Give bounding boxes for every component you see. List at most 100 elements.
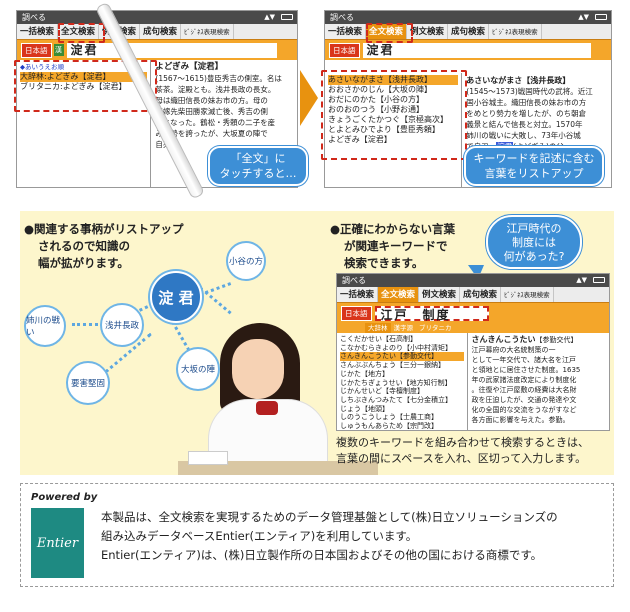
detail-line: 室となった。鶴松・秀頼の二子を産: [155, 118, 276, 127]
usage-caption: 複数のキーワードを組み合わせて検索するときは、 言葉の間にスペースを入れ、区切っ…: [336, 435, 589, 467]
tab-business-search[interactable]: ﾋﾞｼﾞﾈｽ表現検索: [181, 24, 234, 39]
list-item[interactable]: あさいながまさ【浅井長政】: [328, 75, 459, 85]
subtab-daijirin[interactable]: 大辞林: [365, 323, 391, 333]
detail-title-row: さんきんこうたい【参勤交代】: [472, 335, 605, 345]
list-item[interactable]: こなかむらきよのり【小中村清矩】: [340, 343, 452, 352]
callout-right-line: キーワードを記述に含む: [473, 152, 595, 165]
subtab-kanjigen[interactable]: 漢字源: [393, 324, 414, 332]
detail-line: 政を圧迫したが、交通の発達や文: [471, 396, 577, 404]
battery-icon: [281, 14, 293, 20]
list-item[interactable]: おだにのかた【小谷の方】: [328, 95, 424, 104]
search-tabs: 一括検索 全文検索 例文検索 成句検索 ﾋﾞｼﾞﾈｽ表現検索: [325, 24, 611, 40]
screen-bottom: 調べる ▲▼ 一括検索 全文検索 例文検索 成句検索 ﾋﾞｼﾞﾈｽ表現検索 日本…: [336, 273, 610, 431]
tab-bulk-search[interactable]: 一括検索: [325, 24, 367, 39]
detail-line: をめとり勢力を増したが、のち朝倉: [466, 109, 587, 118]
list-item[interactable]: こくだかせい【石高制】: [340, 335, 417, 343]
list-item[interactable]: じょう【地頭】: [340, 404, 389, 413]
heading-line: ●関連する事柄がリストアップ: [24, 222, 184, 236]
list-item[interactable]: しちぶきんつみたて【七分金積立】: [340, 395, 452, 404]
language-badge[interactable]: 日本語: [329, 42, 360, 58]
center-keyword-bubble: 淀 君: [150, 271, 202, 323]
tab-fulltext-search[interactable]: 全文検索: [366, 24, 408, 39]
list-item[interactable]: じかた【地方】: [340, 369, 389, 378]
question-line: 何があった?: [503, 250, 565, 263]
search-input[interactable]: 淀君: [66, 42, 277, 58]
related-term-bubble: 要害堅固: [66, 361, 110, 405]
description-line: 組み込みデータベースEntier(エンティア)を利用しています。: [101, 529, 418, 543]
detail-line: 化の全国的な交流をうながすなど: [471, 406, 577, 414]
tab-bulk-search[interactable]: 一括検索: [337, 287, 379, 302]
result-list: ◆あいうえお順 大辞林:よどぎみ【淀君】 ブリタニカ:よどぎみ【淀君】: [17, 60, 152, 187]
related-term-bubble: 浅井長政: [100, 303, 144, 347]
screen-left: 調べる ▲▼ 一括検索 全文検索 例文検索 成句検索 ﾋﾞｼﾞﾈｽ表現検索 日本…: [16, 10, 298, 188]
language-badge[interactable]: 日本語: [341, 305, 372, 321]
search-bar: 日本語 江戸 制度: [337, 303, 609, 323]
scroll-arrows-icon: ▲▼: [576, 276, 587, 284]
callout-left: 「全文」に タッチすると…: [208, 146, 308, 186]
detail-line: として一年交代で、諸大名を江戸: [471, 356, 577, 364]
heading-line: されるので知識の: [38, 239, 130, 253]
notebook-shape: [188, 451, 228, 465]
list-item[interactable]: しゅうもんあらため【宗門改】: [340, 422, 438, 431]
list-item[interactable]: じかんせいど【寺檀制度】: [340, 387, 424, 396]
list-item[interactable]: 大辞林:よどぎみ【淀君】: [20, 72, 148, 82]
search-bar: 日本語 淀君: [325, 40, 611, 60]
list-item[interactable]: きょうごくたかつぐ【京極高次】: [328, 115, 448, 124]
caption-line: 複数のキーワードを組み合わせて検索するときは、: [336, 436, 589, 449]
result-list: あさいながまさ【浅井長政】 おおさかのじん【大坂の陣】 おだにのかた【小谷の方】…: [325, 73, 463, 187]
feature-right-heading: ●正確にわからない言葉 が関連キーワードで 検索できます。: [330, 221, 455, 272]
list-item[interactable]: じかたちぎょうせい【地方知行制】: [340, 378, 452, 387]
subtab-britannica[interactable]: ブリタニカ: [419, 324, 452, 332]
scroll-arrows-icon: ▲▼: [578, 13, 589, 21]
related-term-bubble: 姉川の戦い: [24, 305, 66, 347]
entier-logo: Entier: [31, 508, 84, 578]
list-item[interactable]: おのおのつう【小野お通】: [328, 105, 424, 114]
heading-line: ●正確にわからない言葉: [330, 222, 456, 236]
tab-phrase-search[interactable]: 成句検索: [140, 24, 182, 39]
detail-tag: 【参勤交代】: [535, 336, 578, 344]
tab-example-search[interactable]: 例文検索: [419, 287, 461, 302]
search-tabs: 一括検索 全文検索 例文検索 成句検索 ﾋﾞｼﾞﾈｽ表現検索: [17, 24, 297, 40]
battery-icon: [595, 14, 607, 20]
list-item[interactable]: とよとみひでより【豊臣秀頼】: [328, 125, 440, 134]
related-term-bubble: 小谷の方: [226, 241, 266, 281]
detail-line: 再嫁先柴田勝家滅亡後、秀吉の側: [155, 107, 268, 116]
results-area: こくだかせい【石高制】 こなかむらきよのり【小中村清矩】 さんきんこうたい【参勤…: [337, 333, 609, 431]
list-item[interactable]: しのうこうしょう【士農工商】: [340, 413, 438, 422]
question-bubble: 江戸時代の 制度には 何があった?: [486, 215, 582, 269]
list-item[interactable]: よどぎみ【淀君】: [328, 135, 392, 144]
ribbon-shape: [256, 401, 278, 415]
search-input[interactable]: 江戸 制度: [374, 305, 489, 322]
screen-title-bar: 調べる ▲▼: [17, 11, 297, 24]
tab-business-search[interactable]: ﾋﾞｼﾞﾈｽ表現検索: [501, 287, 554, 302]
result-detail: さんきんこうたい【参勤交代】 江戸幕府の大名統制策の一 として一年交代で、諸大名…: [468, 333, 609, 430]
detail-line: 母は織田信長の妹お市の方。母の: [155, 96, 268, 105]
search-input[interactable]: 淀君: [362, 42, 591, 58]
list-item[interactable]: ブリタニカ:よどぎみ【淀君】: [20, 82, 127, 91]
list-item[interactable]: さんきんこうたい【参勤交代】: [340, 352, 464, 362]
tab-phrase-search[interactable]: 成句検索: [460, 287, 502, 302]
dictionary-subtabs: 大辞林 漢字源 ブリタニカ: [337, 323, 609, 333]
screen-title-bar: 調べる ▲▼: [337, 274, 609, 287]
feature-panel: ●関連する事柄がリストアップ されるので知識の 幅が拡がります。 淀 君 小谷の…: [20, 211, 614, 475]
detail-line: 。往復や江戸屋敷の経費は大名財: [471, 386, 577, 394]
description-line: 本製品は、全文検索を実現するためのデータ管理基盤として(株)日立ソリューションズ…: [101, 510, 558, 524]
question-line: 制度には: [512, 236, 556, 249]
highlight-box-tab: [366, 23, 413, 43]
callout-left-line: 「全文」に: [230, 152, 286, 165]
list-item[interactable]: おおさかのじん【大坂の陣】: [328, 85, 432, 94]
tab-bulk-search[interactable]: 一括検索: [17, 24, 59, 39]
kanji-flag-icon: 漢: [53, 44, 64, 56]
tab-example-search[interactable]: 例文検索: [407, 24, 449, 39]
tab-phrase-search[interactable]: 成句検索: [448, 24, 490, 39]
tab-fulltext-search[interactable]: 全文検索: [58, 24, 100, 39]
screen-title: 調べる: [22, 13, 46, 22]
list-item[interactable]: さんぶぶんちょう【三分一銀納】: [340, 361, 445, 370]
scroll-arrows-icon: ▲▼: [264, 13, 275, 21]
tab-fulltext-search[interactable]: 全文検索: [378, 287, 420, 302]
language-badge[interactable]: 日本語: [21, 42, 52, 58]
callout-right: キーワードを記述に含む 言葉をリストアップ: [464, 146, 604, 186]
tab-business-search[interactable]: ﾋﾞｼﾞﾈｽ表現検索: [489, 24, 542, 39]
heading-line: が関連キーワードで: [344, 239, 448, 253]
heading-line: 幅が拡がります。: [38, 256, 129, 270]
